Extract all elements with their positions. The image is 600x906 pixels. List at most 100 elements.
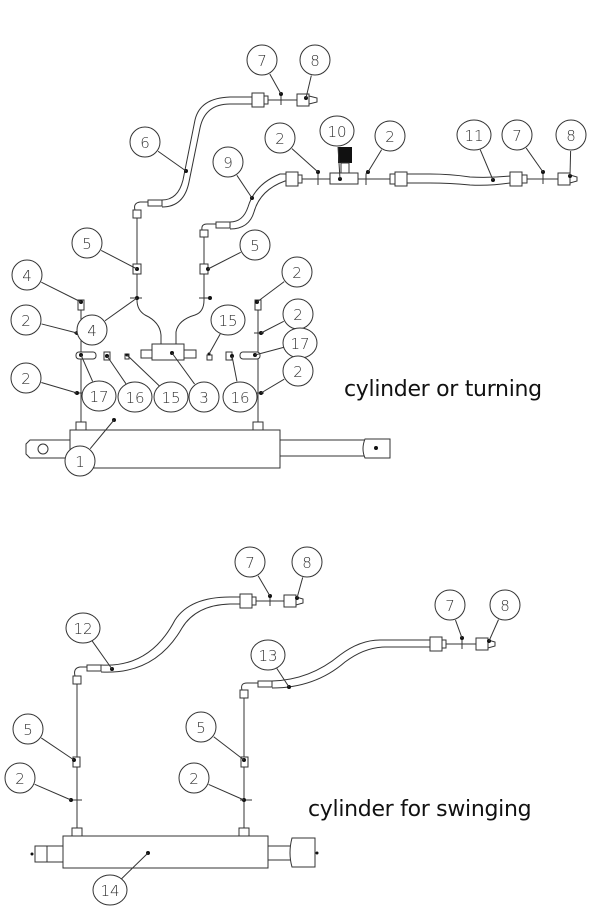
- callout-bubble: [456, 119, 492, 151]
- callout-label-top_assembly: 15: [218, 312, 237, 330]
- leader-line: [100, 249, 138, 270]
- leader-line: [337, 146, 341, 180]
- callout-bubble: [11, 259, 43, 291]
- callout-bubble: [434, 589, 466, 621]
- leader-line: [454, 619, 463, 639]
- callout-label-bottom_assembly: 8: [302, 554, 312, 572]
- callout-bubble: [153, 381, 189, 413]
- callout-bubble: [129, 126, 161, 158]
- callout-label-top_assembly: 4: [22, 267, 32, 285]
- callout-bubble: [222, 381, 258, 413]
- callout-bubble: [489, 589, 521, 621]
- callout-label-top_assembly: 2: [21, 370, 31, 388]
- caption-turning-cylinder: cylinder or turning: [344, 377, 542, 402]
- callout-label-top_assembly: 8: [310, 52, 320, 70]
- leader-line: [104, 297, 138, 322]
- leader-line: [260, 378, 285, 394]
- callout-label-top_assembly: 9: [223, 154, 233, 172]
- callout-label-top_assembly: 7: [257, 52, 267, 70]
- leader-line: [171, 352, 195, 385]
- leader-line: [34, 783, 72, 801]
- callout-label-top_assembly: 17: [290, 335, 309, 353]
- leader-line: [256, 281, 285, 303]
- callout-label-bottom_assembly: 5: [23, 721, 33, 739]
- callout-bubble: [291, 546, 323, 578]
- leader-line: [106, 355, 127, 385]
- leader-line: [89, 419, 115, 450]
- leader-line: [41, 281, 82, 303]
- callout-bubble: [319, 115, 355, 147]
- leader-line: [367, 149, 383, 173]
- leader-line: [479, 149, 494, 181]
- callout-bubble: [210, 304, 246, 336]
- leader-line: [305, 75, 312, 99]
- callout-bubble: [374, 120, 406, 152]
- callout-label-top_assembly: 11: [464, 127, 483, 145]
- callout-bubble: [117, 381, 153, 413]
- callout-label-bottom_assembly: 5: [196, 719, 206, 737]
- callout-label-bottom_assembly: 7: [245, 554, 255, 572]
- leader-line: [208, 783, 245, 801]
- leader-line: [569, 150, 572, 177]
- callout-bubble: [246, 44, 278, 76]
- leader-line: [260, 320, 284, 334]
- callout-bubble: [212, 146, 244, 178]
- callout-bubble: [264, 122, 296, 154]
- callout-label-top_assembly: 2: [293, 363, 303, 381]
- callout-label-top_assembly: 5: [82, 235, 92, 253]
- fitting-4-right: [254, 299, 262, 311]
- caption-swinging-cylinder: cylinder for swinging: [308, 797, 532, 822]
- callout-label-top_assembly: 2: [293, 306, 303, 324]
- callout-label-top_assembly: 2: [275, 130, 285, 148]
- leader-line: [41, 382, 78, 394]
- callout-label-top_assembly: 3: [199, 389, 209, 407]
- callout-label-bottom_assembly: 2: [189, 770, 199, 788]
- leader-line: [236, 175, 253, 199]
- callout-label-top_assembly: 4: [87, 322, 97, 340]
- callout-label-top_assembly: 15: [161, 389, 180, 407]
- callout-bubble: [81, 380, 117, 412]
- callout-label-bottom_assembly: 14: [100, 882, 119, 900]
- callout-bubble: [4, 762, 36, 794]
- callout-label-bottom_assembly: 2: [15, 770, 25, 788]
- callout-bubble: [10, 304, 42, 336]
- callout-label-top_assembly: 1: [75, 453, 85, 471]
- callout-bubble: [10, 362, 42, 394]
- leader-line: [488, 619, 499, 642]
- callout-bubble: [185, 711, 217, 743]
- callout-label-top_assembly: 2: [385, 128, 395, 146]
- callout-bubble: [64, 445, 96, 477]
- callout-bubble: [71, 227, 103, 259]
- callout-bubble: [76, 314, 108, 346]
- callout-bubble: [234, 546, 266, 578]
- leader-line: [207, 251, 241, 270]
- callout-bubble: [299, 44, 331, 76]
- leader-line: [80, 354, 94, 382]
- swinging-cylinder-assembly: [30, 593, 496, 869]
- callout-label-top_assembly: 2: [292, 264, 302, 282]
- leader-line: [276, 668, 290, 688]
- callout-bubble: [92, 874, 128, 906]
- leader-line: [157, 150, 187, 172]
- leader-line: [254, 346, 285, 356]
- callout-label-top_assembly: 6: [140, 134, 150, 152]
- leader-line: [213, 736, 245, 761]
- leader-line: [231, 355, 238, 382]
- turning-cylinder: [25, 418, 391, 469]
- callout-label-top_assembly: 8: [566, 127, 576, 145]
- leader-line: [257, 575, 271, 597]
- leader-line: [41, 323, 78, 334]
- callout-label-top_assembly: 17: [89, 388, 108, 406]
- callout-label-top_assembly: 10: [327, 123, 346, 141]
- leader-line: [126, 354, 160, 387]
- leader-line: [40, 737, 75, 761]
- callout-label-bottom_assembly: 12: [73, 620, 92, 638]
- callout-bubble: [65, 612, 101, 644]
- callout-label-top_assembly: 5: [250, 237, 260, 255]
- callout-label-top_assembly: 16: [125, 389, 144, 407]
- callout-bubble: [281, 256, 313, 288]
- callout-bubble: [501, 119, 533, 151]
- callout-bubble: [555, 119, 587, 151]
